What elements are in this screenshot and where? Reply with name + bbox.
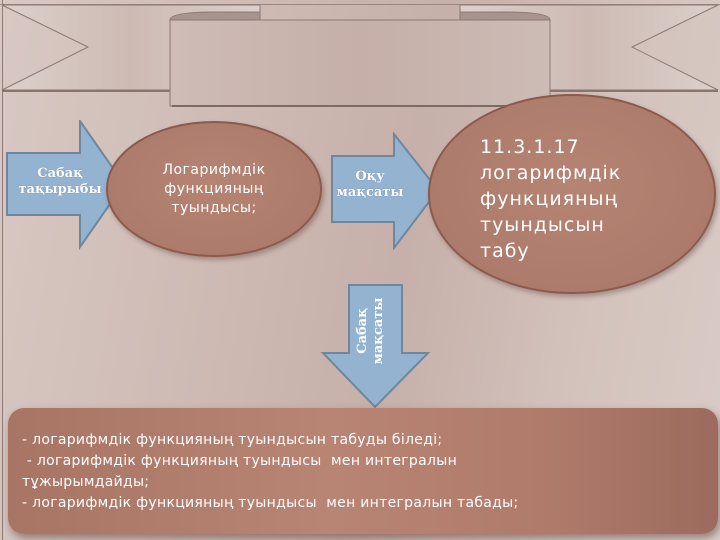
objective-line-3: функцияның: [480, 188, 619, 210]
goals-box: - логарифмдік функцияның туындысын табуд…: [8, 408, 718, 534]
lesson-goal-arrow: Сабақ мақсаты: [320, 283, 430, 409]
topic-arrow-label-1: Сабақ: [37, 166, 83, 181]
topic-ellipse: Логарифмдік функцияның туындысы;: [106, 121, 322, 257]
objective-arrow-label-2: мақсаты: [336, 185, 404, 200]
topic-arrow: Сабақ тақырыбы: [6, 120, 126, 250]
slide-frame-top: [0, 4, 720, 5]
goal-line-1: - логарифмдік функцияның туындысын табуд…: [22, 432, 443, 448]
banner-title: [170, 20, 550, 106]
objective-line-4: туындысын: [480, 214, 605, 236]
objective-arrow-label-1: Оқу: [355, 169, 385, 184]
topic-line-1: Логарифмдік: [162, 161, 266, 178]
objective-arrow: Оқу мақсаты: [330, 132, 440, 250]
goal-line-3: тұжырымдайды;: [22, 474, 150, 490]
objective-line-2: логарифмдік: [480, 162, 622, 184]
slide-frame-left: [2, 0, 3, 540]
down-arrow-icon: [320, 284, 430, 409]
objective-line-1: 11.3.1.17: [480, 136, 580, 158]
right-arrow-icon: [331, 132, 440, 250]
right-arrow-icon: [6, 120, 126, 250]
objective-line-5: табу: [480, 240, 530, 262]
topic-line-2: функцияның: [164, 180, 264, 197]
topic-arrow-label-2: тақырыбы: [18, 182, 102, 197]
lesson-goal-label-1: Сабақ: [355, 308, 370, 354]
topic-line-3: туындысы;: [171, 199, 257, 216]
goal-line-2: - логарифмдік функцияның туындысы мен ин…: [22, 453, 458, 469]
lesson-goal-label-2: мақсаты: [371, 297, 386, 365]
ribbon-banner: [1, 4, 719, 107]
objective-ellipse: 11.3.1.17 логарифмдік функцияның туындыс…: [428, 94, 716, 294]
goal-line-4: - логарифмдік функцияның туындысы мен ин…: [22, 495, 519, 511]
